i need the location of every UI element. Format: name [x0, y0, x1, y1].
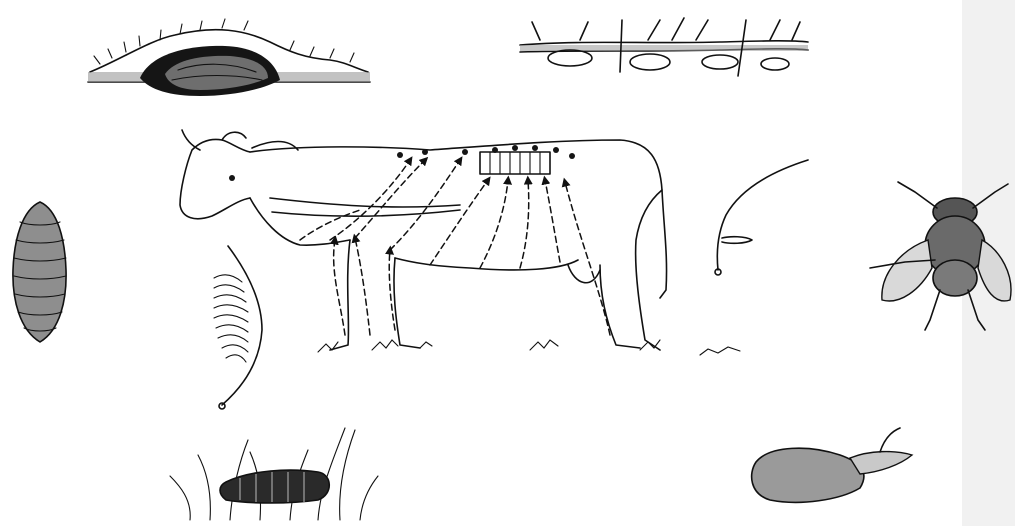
adult-fly [870, 182, 1011, 330]
first-instar-larva-coiled [214, 246, 262, 409]
pupa-in-grass [170, 428, 378, 520]
hatched-larva [715, 160, 808, 275]
cow-migration-paths [180, 130, 740, 355]
eggs-on-hair [520, 18, 808, 76]
pupal-case-emerging [752, 428, 912, 502]
larva-in-skin-warble [88, 19, 370, 96]
mature-larva [13, 202, 66, 342]
